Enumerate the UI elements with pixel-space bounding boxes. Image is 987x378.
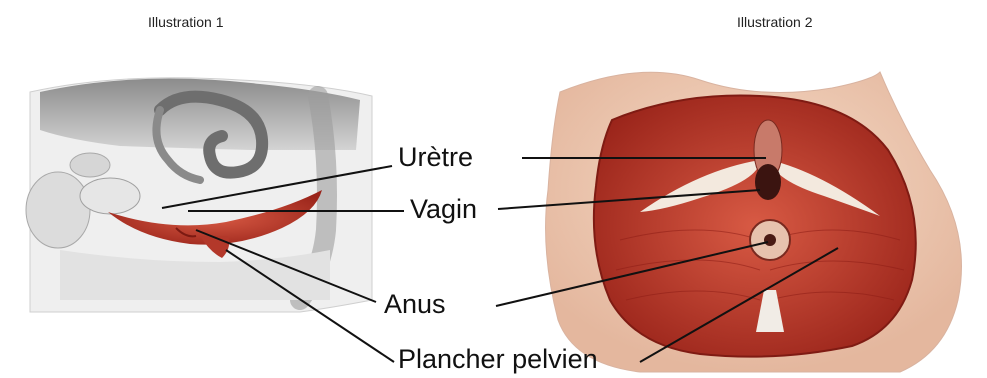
label-anus: Anus <box>384 291 446 318</box>
label-vagin: Vagin <box>410 196 477 223</box>
label-plancher-pelvien: Plancher pelvien <box>398 346 598 373</box>
label-uretre: Urètre <box>398 144 473 171</box>
illustration-2-image <box>546 72 962 372</box>
illustration-1-image <box>26 78 372 312</box>
